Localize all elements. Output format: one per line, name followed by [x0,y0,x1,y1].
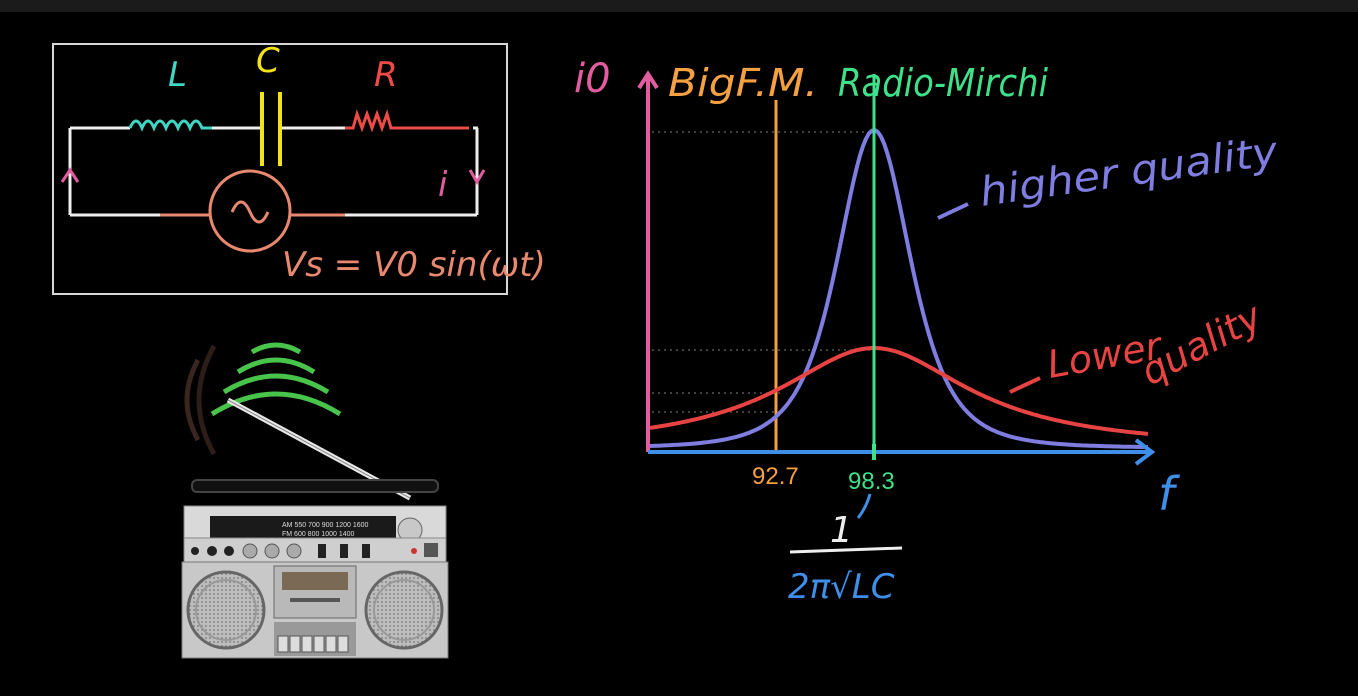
circuit-diagram: L C R i Vs = V0 sin(ωt) [52,41,546,295]
resistor-zigzag [345,109,469,133]
high-q-curve [649,127,1149,450]
formula-numerator: 1 [830,510,853,551]
y-axis-arrow-icon [637,70,659,90]
mirchi-freq: 98.3 [848,468,895,495]
top-bar [0,0,1358,12]
resonance-graph: i0 f BigF.M. Radio-Mirchi 92.7 98.3 high… [574,56,1282,607]
inductor-label: L [168,55,187,95]
bigfm-freq: 92.7 [752,463,799,490]
x-axis-label: f [1158,467,1180,521]
circuit-frame [52,43,508,295]
formula-fraction-bar [789,546,903,554]
resistor-label: R [374,55,398,95]
formula-denominator: 2π√LC [788,567,895,607]
mirchi-label: Radio-Mirchi [838,61,1048,105]
x-axis-arrow-icon [1134,438,1156,466]
lower-quality-label-2: quality [1134,294,1270,394]
low-q-curve [649,346,1149,436]
source-equation: Vs = V0 sin(ωt) [282,245,546,285]
svg-text:FM 600 800 1000 1400: FM 600 800 1000 1400 [282,531,354,538]
left-speaker-icon [186,570,266,650]
capacitor-label: C [256,41,280,81]
ac-source-icon [208,169,292,253]
current-down-arrow-icon [468,169,486,185]
bigfm-label: BigF.M. [668,61,818,105]
y-axis-label: i0 [574,56,611,102]
radio-illustration: AM 550 700 900 1200 1600 FM 600 800 1000… [181,342,449,659]
current-label: i [438,165,448,205]
svg-text:AM 550 700 900 1200 1600: AM 550 700 900 1200 1600 [282,522,369,529]
higher-quality-label: higher quality [977,128,1282,216]
inductor-coil [128,119,222,132]
signal-wave-icon [250,342,302,355]
right-speaker-icon [364,570,444,650]
current-up-arrow-icon [60,167,80,183]
